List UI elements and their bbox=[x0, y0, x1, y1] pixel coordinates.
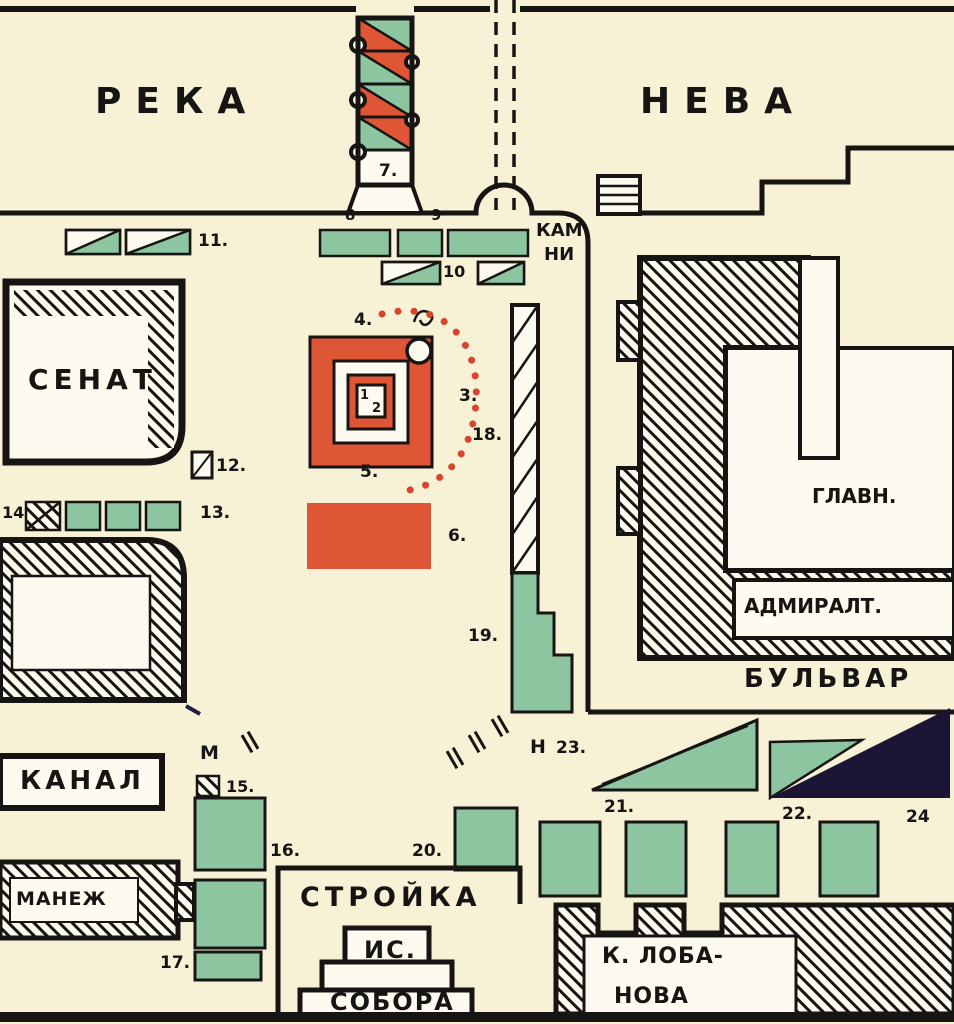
num-17: 17. bbox=[160, 953, 191, 973]
label-canal: КАНАЛ bbox=[20, 766, 145, 796]
pier-approach bbox=[345, 183, 425, 215]
ink-mark bbox=[185, 704, 201, 716]
label-construction: СТРОЙКА bbox=[300, 882, 482, 913]
label-isaac-line2: СОБОРА bbox=[330, 988, 455, 1016]
ramps-11 bbox=[64, 228, 192, 256]
shoreline bbox=[0, 182, 954, 715]
synod-building bbox=[0, 537, 187, 703]
dotted-route bbox=[378, 307, 480, 496]
admiralty-label-panel bbox=[732, 578, 954, 640]
manege-building bbox=[0, 859, 196, 941]
num-21: 21. bbox=[604, 797, 635, 817]
num-14: 14 bbox=[2, 503, 25, 522]
label-neva: НЕВА bbox=[640, 81, 807, 122]
dark-wedge-24 bbox=[768, 708, 950, 801]
green-strip-19 bbox=[510, 571, 574, 714]
quay-steps bbox=[640, 145, 954, 216]
label-lobanov-line1: К. ЛОБА- bbox=[602, 944, 724, 969]
lobanov-label-panel bbox=[582, 934, 798, 1016]
num-23: 23. bbox=[556, 738, 587, 758]
label-senate: СЕНАТ bbox=[28, 363, 157, 396]
num-9: 9 bbox=[431, 206, 442, 224]
label-kamni-line2: НИ bbox=[544, 244, 575, 265]
sheds-8-9 bbox=[318, 228, 530, 258]
num-11: 11. bbox=[198, 231, 229, 251]
marker-12 bbox=[190, 450, 214, 480]
triangle-23 bbox=[591, 717, 759, 792]
admiralty-building bbox=[616, 255, 954, 661]
ramps-10 bbox=[380, 260, 526, 286]
label-river: РЕКА bbox=[95, 81, 260, 122]
num-8: 8 bbox=[345, 206, 356, 224]
lobanov-house bbox=[553, 902, 954, 1017]
sheds-13-14 bbox=[24, 500, 182, 532]
num-5: 5. bbox=[360, 462, 379, 482]
square-20 bbox=[453, 806, 519, 872]
strip-18 bbox=[510, 303, 540, 575]
label-admiralty: АДМИРАЛТ. bbox=[744, 594, 882, 618]
monument-site bbox=[308, 307, 480, 496]
marker-15 bbox=[195, 774, 221, 798]
num-7: 7. bbox=[379, 161, 398, 181]
num-1: 1 bbox=[360, 388, 370, 403]
monument-core bbox=[355, 383, 387, 419]
stairs-icon bbox=[596, 174, 642, 216]
label-isaac-line1: ИС. bbox=[364, 936, 417, 964]
label-m: М bbox=[200, 742, 219, 764]
num-10: 10 bbox=[443, 262, 466, 281]
label-manege: МАНЕЖ bbox=[16, 888, 107, 910]
num-15: 15. bbox=[226, 777, 255, 796]
stone-circle bbox=[405, 337, 433, 365]
survey-marks bbox=[240, 714, 510, 770]
num-24: 24 bbox=[906, 807, 930, 827]
green-squares-row bbox=[453, 806, 880, 898]
canal-building bbox=[0, 753, 165, 811]
num-4: 4. bbox=[354, 310, 373, 330]
construction-boundary bbox=[275, 865, 523, 1012]
num-19: 19. bbox=[468, 626, 499, 646]
bottom-border bbox=[0, 1012, 954, 1022]
admiralty-tower-wing bbox=[798, 256, 840, 460]
num-12: 12. bbox=[216, 456, 247, 476]
num-6: 6. bbox=[448, 526, 467, 546]
cathedral-steps bbox=[297, 925, 475, 1019]
label-kamni-line1: КАМ bbox=[536, 220, 583, 241]
num-13: 13. bbox=[200, 503, 231, 523]
label-boulevard: БУЛЬВАР bbox=[744, 664, 913, 694]
label-glavn: ГЛАВН. bbox=[812, 484, 897, 508]
num-20: 20. bbox=[412, 841, 443, 861]
label-n: Н bbox=[530, 736, 546, 758]
num-22: 22. bbox=[782, 804, 813, 824]
senate-building bbox=[2, 278, 186, 466]
num-3: 3. bbox=[459, 386, 478, 406]
num-18: 18. bbox=[472, 425, 503, 445]
label-lobanov-line2: НОВА bbox=[614, 984, 689, 1009]
num-2: 2 bbox=[372, 401, 382, 416]
green-blocks-16-17 bbox=[193, 796, 267, 982]
pier bbox=[349, 15, 420, 188]
num-16: 16. bbox=[270, 841, 301, 861]
red-block-6 bbox=[307, 503, 431, 569]
dashed-road bbox=[494, 0, 516, 210]
